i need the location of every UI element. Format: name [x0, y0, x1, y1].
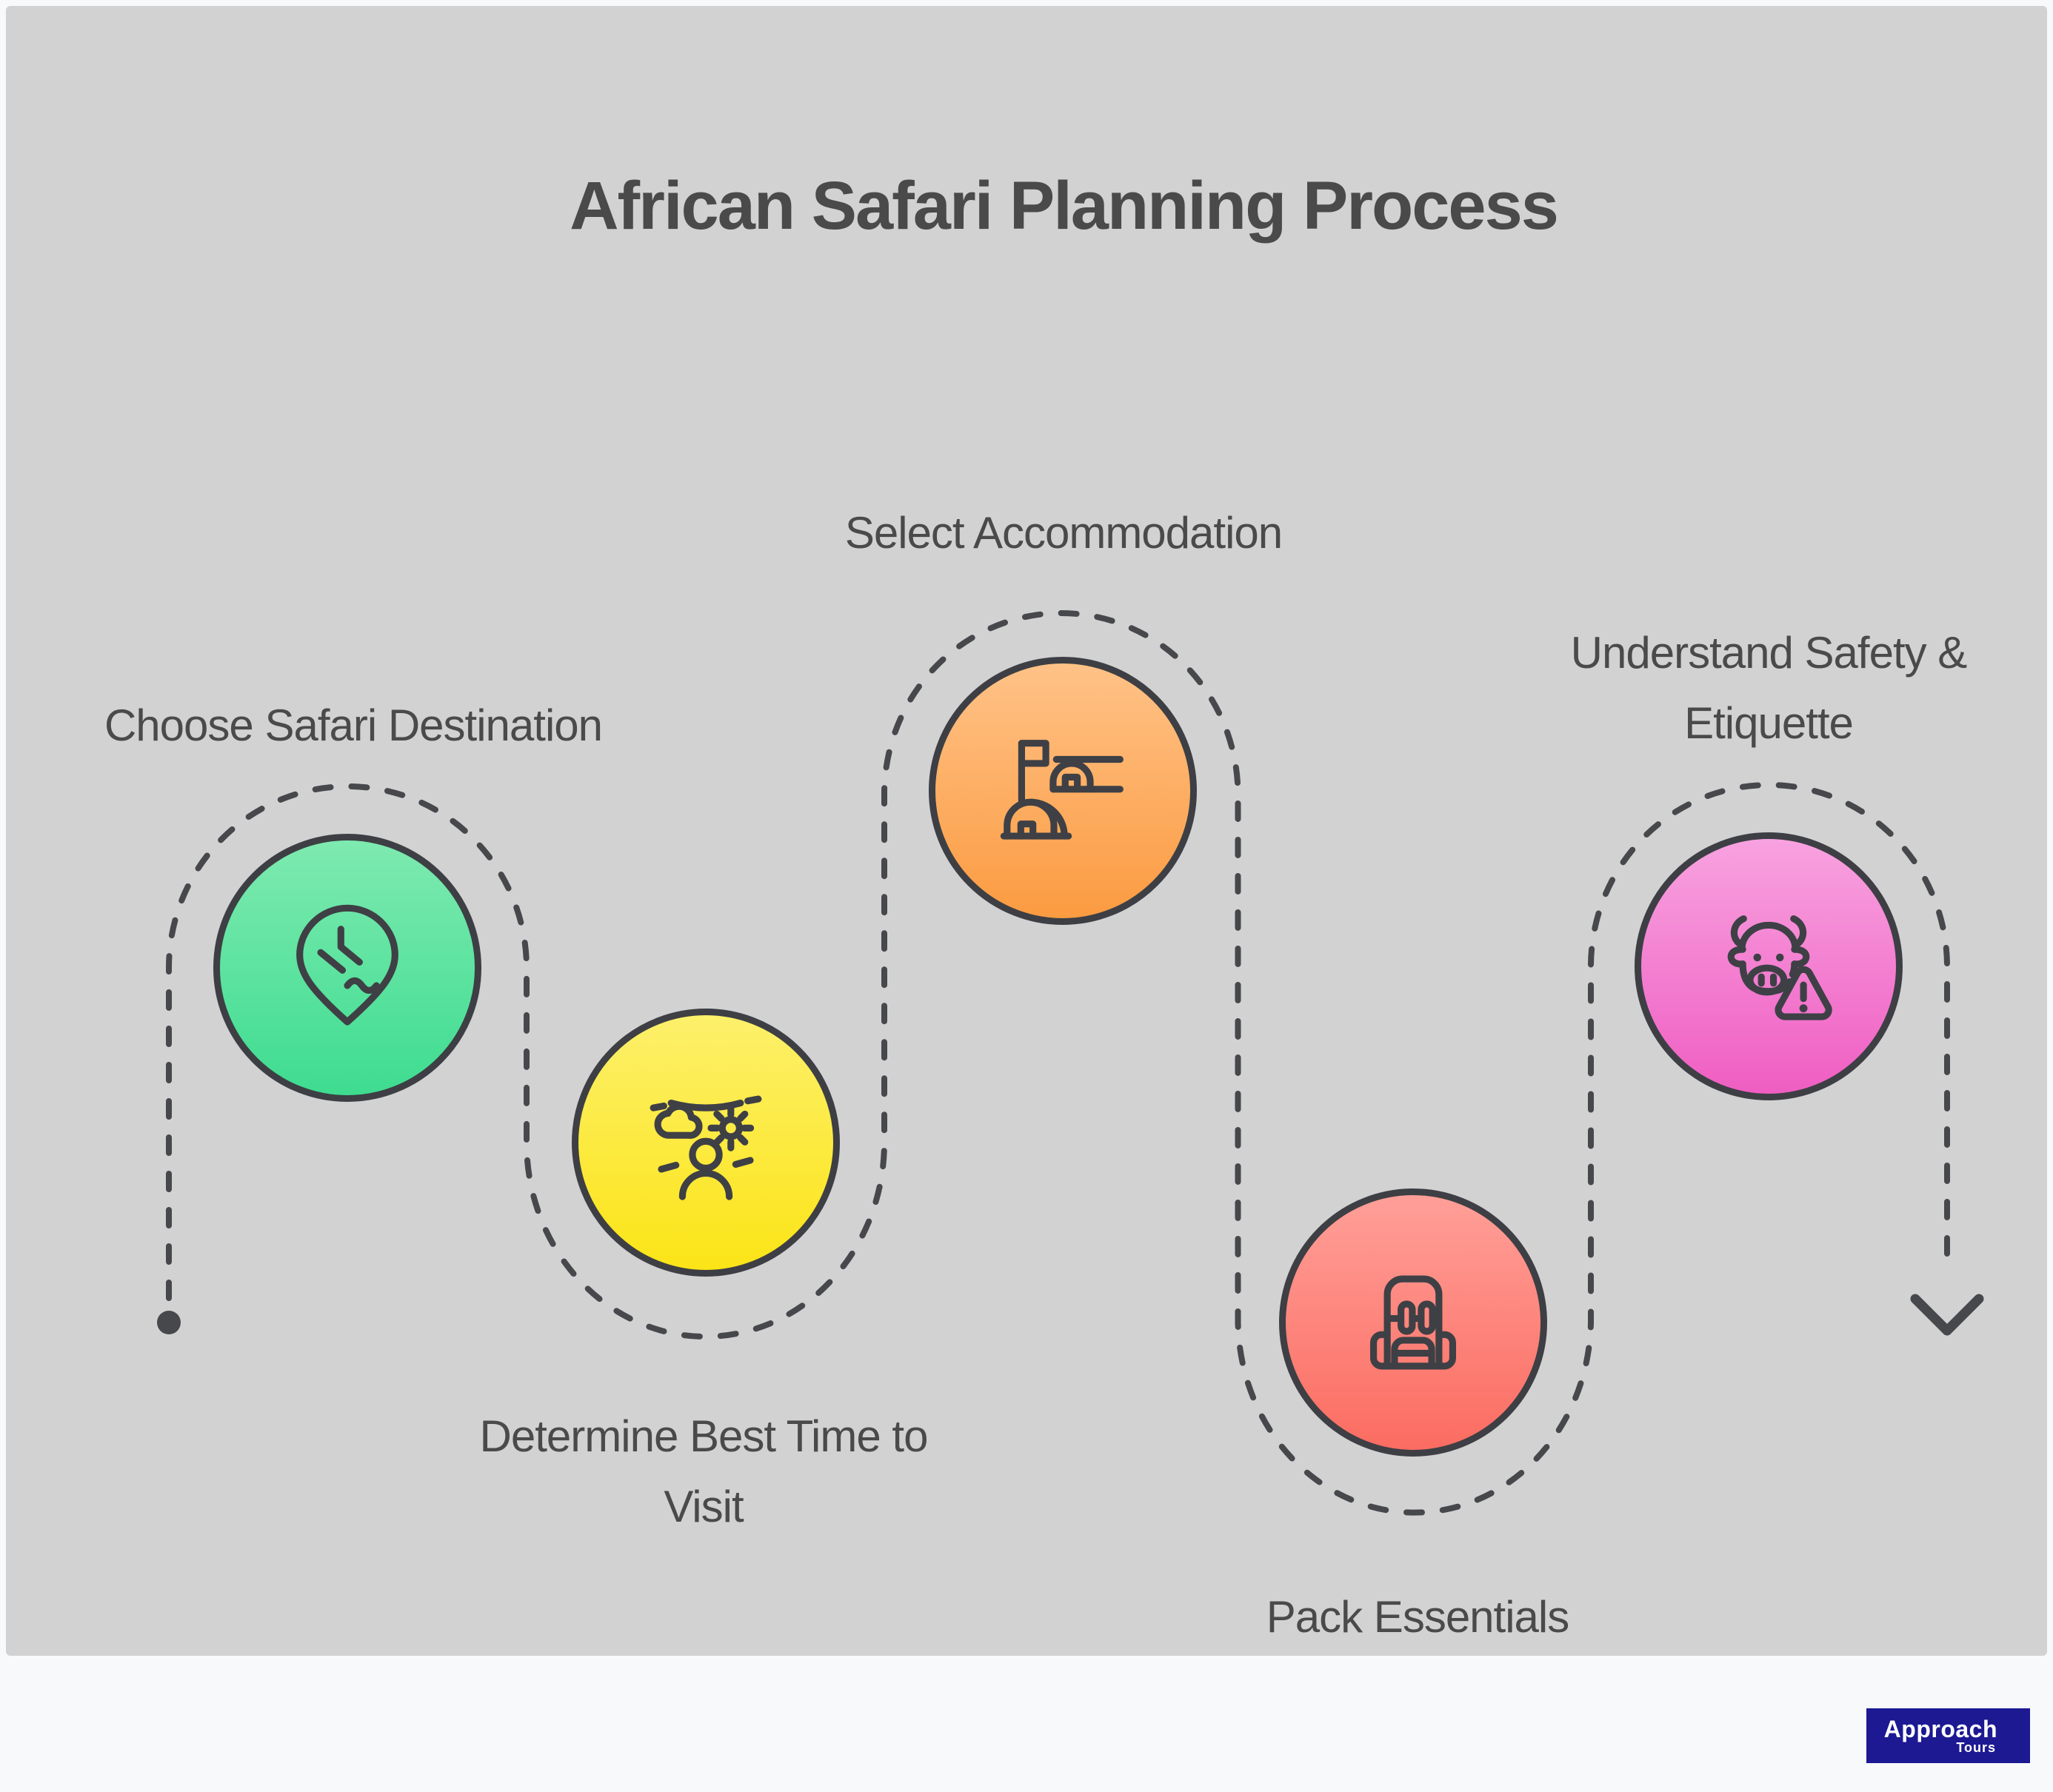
page-title: African Safari Planning Process	[570, 168, 1559, 244]
infographic-canvas: African Safari Planning Process	[6, 6, 2047, 1656]
brand-sub: Tours	[1956, 1740, 1996, 1755]
step-5-circle	[1635, 832, 1903, 1100]
brand-name: Approach	[1883, 1716, 1997, 1742]
step-5-label: Understand Safety & Etiquette	[1570, 628, 1968, 748]
step-4-circle	[1279, 1188, 1547, 1457]
step-2-label: Determine Best Time to Visit	[479, 1411, 929, 1531]
step-1-label: Choose Safari Destination	[104, 701, 603, 750]
step-2-circle	[572, 1009, 840, 1277]
path-end-arrow-icon	[1910, 1294, 1984, 1336]
step-3-label: Select Accommodation	[844, 508, 1283, 558]
backpack-icon	[1370, 1275, 1456, 1370]
campsite-tents-flag-icon	[1000, 740, 1124, 840]
step-3-circle	[929, 657, 1197, 925]
brand-logo: Approach Tours	[1866, 1708, 2030, 1763]
weather-season-person-icon	[650, 1095, 762, 1200]
map-pin-trail-icon	[296, 904, 398, 1026]
path-start-dot	[157, 1311, 181, 1334]
wildlife-warning-icon	[1727, 915, 1832, 1020]
step-4-label: Pack Essentials	[1266, 1592, 1570, 1642]
step-1-circle	[213, 834, 481, 1102]
